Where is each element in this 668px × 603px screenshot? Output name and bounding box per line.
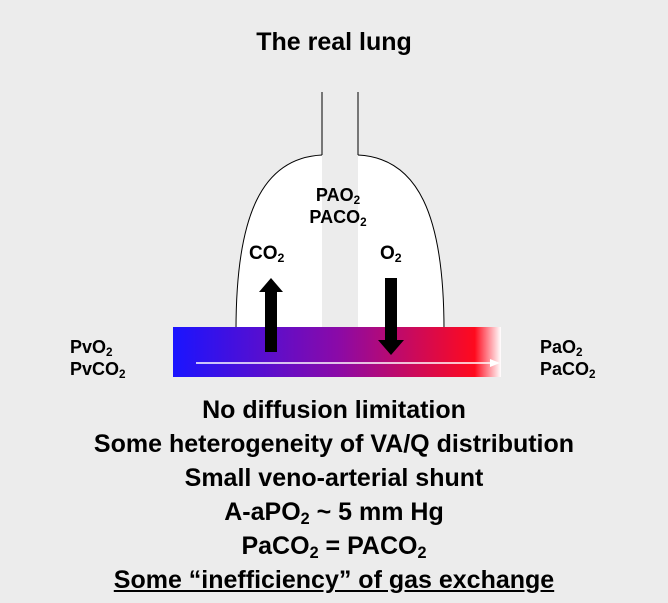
pvo2-subscript: 2	[106, 345, 113, 359]
statement-paco2-equality: PaCO2 = PACO2	[0, 529, 668, 563]
pvco2-label: PvCO	[70, 359, 120, 379]
co2-subscript: 2	[277, 251, 285, 266]
statement-aa-gradient: A-aPO2 ~ 5 mm Hg	[0, 495, 668, 529]
diagram-title: The real lung	[256, 28, 412, 56]
statement-shunt: Small veno-arterial shunt	[184, 464, 484, 492]
alveolar-pressure-labels: PAO2 PACO2	[308, 184, 368, 228]
paco2-arterial-subscript: 2	[589, 367, 596, 381]
pao2-subscript: 2	[353, 193, 361, 207]
pao2-arterial-subscript: 2	[576, 345, 583, 359]
paco2-eq-left: PaCO	[241, 532, 310, 560]
paco2-alveolar-subscript: 2	[360, 215, 367, 229]
statement-no-diffusion-limitation: No diffusion limitation	[202, 396, 466, 424]
statement-vaq-heterogeneity: Some heterogeneity of VA/Q distribution	[93, 430, 575, 458]
pao2-arterial-label: PaO	[540, 337, 577, 357]
paco2-eq-right: = PACO	[318, 532, 418, 560]
aa-gradient-value: ~ 5 mm Hg	[309, 498, 444, 526]
venous-pressure-labels: PvO2 PvCO2	[70, 336, 126, 380]
o2-arrow-shaft	[385, 278, 397, 340]
capillary-blood-flow	[173, 327, 501, 377]
o2-label: O2	[380, 242, 402, 265]
paco2-arterial-label: PaCO	[540, 359, 590, 379]
aa-gradient-subscript: 2	[300, 510, 310, 529]
aa-gradient-text: A-aPO	[224, 498, 301, 526]
paco2-eq-right-subscript: 2	[417, 544, 427, 563]
inefficiency-text: Some “inefficiency” of gas exchange	[113, 566, 555, 594]
arterial-pressure-labels: PaO2 PaCO2	[540, 336, 596, 380]
co2-arrow-head	[259, 278, 283, 292]
o2-subscript: 2	[394, 251, 402, 266]
airway-lumen	[322, 92, 358, 332]
o2-text: O	[380, 243, 395, 264]
flow-direction-arrowhead	[490, 359, 500, 367]
co2-label: CO2	[249, 242, 284, 265]
statement-inefficiency: Some “inefficiency” of gas exchange	[0, 563, 668, 597]
paco2-alveolar-label: PACO	[309, 207, 361, 227]
pvco2-subscript: 2	[119, 367, 126, 381]
pao2-label: PAO	[315, 185, 354, 205]
co2-arrow-shaft	[265, 292, 277, 352]
co2-text: CO	[249, 243, 278, 264]
o2-arrow-head	[378, 340, 404, 355]
pvo2-label: PvO	[70, 337, 107, 357]
paco2-eq-left-subscript: 2	[309, 544, 319, 563]
